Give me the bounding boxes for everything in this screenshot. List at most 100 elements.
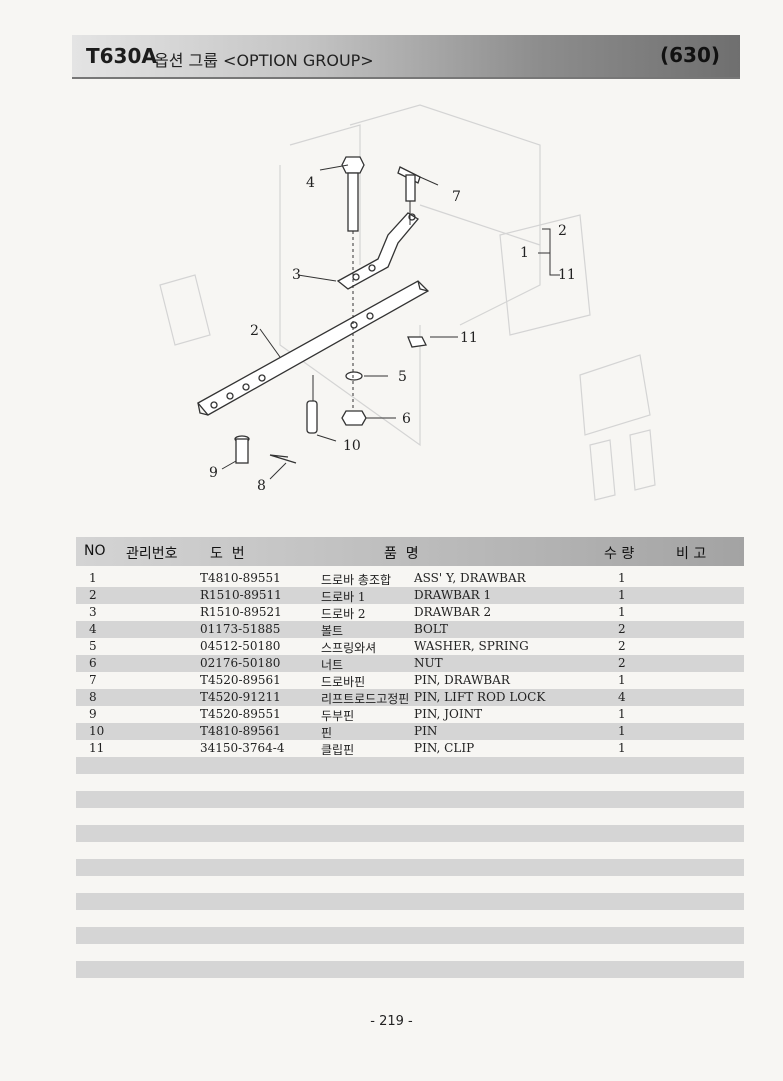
callout-label: 10 xyxy=(343,438,361,454)
cell-korean-name: 리프트로드고정핀 xyxy=(321,692,410,706)
cell-quantity: 1 xyxy=(618,724,626,738)
cell-korean-name: 스프링와셔 xyxy=(321,641,377,655)
cell-korean-name: 두부핀 xyxy=(321,709,355,723)
cell-english-name: DRAWBAR 1 xyxy=(414,588,492,602)
cell-korean-name: 드로바 1 xyxy=(321,590,366,604)
cell-quantity: 2 xyxy=(618,639,626,653)
cell-quantity: 4 xyxy=(618,690,626,704)
exploded-parts-diagram: 4 7 2 1 11 3 2 11 5 6 10 9 8 xyxy=(159,104,656,501)
cell-english-name: ASS' Y, DRAWBAR xyxy=(414,571,526,585)
cell-quantity: 1 xyxy=(618,673,626,687)
background-frame xyxy=(159,104,656,501)
col-remarks: 비 고 xyxy=(676,546,707,562)
table-row xyxy=(76,944,744,961)
callout-label: 9 xyxy=(209,465,218,481)
cell-korean-name: 드로바 총조합 xyxy=(321,573,392,587)
cell-part-number: 34150-3764-4 xyxy=(200,741,285,755)
table-row: 3 R1510-89521 드로바 2 DRAWBAR 2 1 xyxy=(76,604,744,621)
cell-no: 6 xyxy=(89,656,97,670)
cell-korean-name: 너트 xyxy=(321,658,344,672)
table-row: 1 T4810-89551 드로바 총조합 ASS' Y, DRAWBAR 1 xyxy=(76,570,744,587)
col-qty: 수 량 xyxy=(604,546,635,562)
cell-no: 9 xyxy=(89,707,97,721)
cell-no: 4 xyxy=(89,622,97,636)
cell-english-name: NUT xyxy=(414,656,443,670)
table-row xyxy=(76,978,744,995)
cell-no: 3 xyxy=(89,605,97,619)
table-row xyxy=(76,808,744,825)
cell-korean-name: 핀 xyxy=(321,726,333,740)
table-row xyxy=(76,825,744,842)
cell-english-name: DRAWBAR 2 xyxy=(414,605,492,619)
table-row xyxy=(76,910,744,927)
cell-part-number: R1510-89511 xyxy=(200,588,282,602)
callout-label: 5 xyxy=(398,369,407,385)
cell-quantity: 2 xyxy=(618,622,626,636)
table-row: 11 34150-3764-4 클립핀 PIN, CLIP 1 xyxy=(76,740,744,757)
callout-label: 7 xyxy=(452,189,461,205)
cell-part-number: T4520-89551 xyxy=(200,707,281,721)
page-header: T630A 옵션 그룹 <OPTION GROUP> (630) xyxy=(72,35,740,79)
table-row xyxy=(76,927,744,944)
cell-english-name: PIN, JOINT xyxy=(414,707,483,721)
cell-quantity: 1 xyxy=(618,571,626,585)
col-mgmt: 관리번호 xyxy=(126,546,178,562)
section-code: (630) xyxy=(659,43,720,67)
cell-english-name: PIN, LIFT ROD LOCK xyxy=(414,690,546,704)
callout-label: 11 xyxy=(460,330,478,346)
page-number: - 219 - xyxy=(370,1014,413,1029)
cell-no: 7 xyxy=(89,673,97,687)
table-row: 9 T4520-89551 두부핀 PIN, JOINT 1 xyxy=(76,706,744,723)
callout-label: 2 xyxy=(250,323,259,339)
cell-quantity: 2 xyxy=(618,656,626,670)
table-row xyxy=(76,757,744,774)
table-row: 10 T4810-89561 핀 PIN 1 xyxy=(76,723,744,740)
callout-label: 3 xyxy=(292,267,301,283)
cell-korean-name: 볼트 xyxy=(321,624,344,638)
cell-part-number: T4520-89561 xyxy=(200,673,281,687)
table-row xyxy=(76,842,744,859)
table-row: 2 R1510-89511 드로바 1 DRAWBAR 1 1 xyxy=(76,587,744,604)
callout-label: 11 xyxy=(558,267,576,283)
parts-table-header: NO 관리번호 도 번 품 명 수 량 비 고 xyxy=(76,537,744,566)
cell-quantity: 1 xyxy=(618,605,626,619)
cell-english-name: BOLT xyxy=(414,622,448,636)
table-row xyxy=(76,961,744,978)
col-drawing: 도 번 xyxy=(210,546,245,562)
table-row: 4 01173-51885 볼트 BOLT 2 xyxy=(76,621,744,638)
cell-quantity: 1 xyxy=(618,588,626,602)
table-row xyxy=(76,876,744,893)
col-name: 품 명 xyxy=(384,546,419,562)
callout-labels: 4 7 2 1 11 3 2 11 5 6 10 9 8 xyxy=(209,175,576,494)
col-no: NO xyxy=(84,543,106,559)
callout-label: 1 xyxy=(520,245,529,261)
cell-quantity: 1 xyxy=(618,707,626,721)
table-row xyxy=(76,774,744,791)
cell-part-number: 01173-51885 xyxy=(200,622,281,636)
cell-korean-name: 드로바핀 xyxy=(321,675,366,689)
model-name: T630A xyxy=(86,44,157,68)
table-row xyxy=(76,893,744,910)
callout-label: 8 xyxy=(257,478,266,494)
cell-no: 10 xyxy=(89,724,105,738)
cell-no: 2 xyxy=(89,588,97,602)
cell-english-name: WASHER, SPRING xyxy=(414,639,529,653)
cell-english-name: PIN xyxy=(414,724,438,738)
cell-no: 1 xyxy=(89,571,97,585)
callout-label: 6 xyxy=(402,411,411,427)
cell-part-number: T4810-89551 xyxy=(200,571,281,585)
callout-label: 4 xyxy=(306,175,315,191)
cell-part-number: R1510-89521 xyxy=(200,605,282,619)
cell-korean-name: 드로바 2 xyxy=(321,607,366,621)
cell-no: 11 xyxy=(89,741,105,755)
cell-korean-name: 클립핀 xyxy=(321,743,355,757)
cell-quantity: 1 xyxy=(618,741,626,755)
cell-part-number: T4810-89561 xyxy=(200,724,281,738)
cell-english-name: PIN, CLIP xyxy=(414,741,475,755)
cell-no: 8 xyxy=(89,690,97,704)
